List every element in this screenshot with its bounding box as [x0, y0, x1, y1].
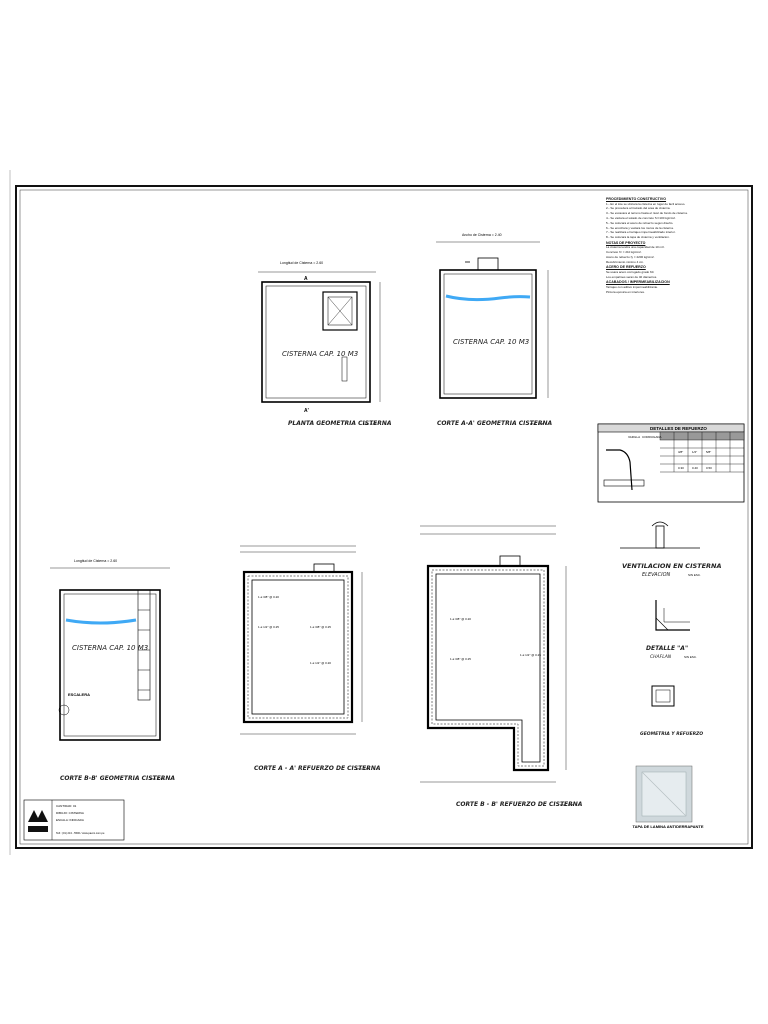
- section-bb-geometry: Longitud de Cisterna = 2.60 CISTERNA CAP…: [50, 559, 175, 782]
- ventilation-subtitle: ELEVACION: [642, 572, 671, 578]
- svg-text:1 ø 3/8" @ 0.20: 1 ø 3/8" @ 0.20: [450, 617, 471, 621]
- lid-photo-caption: TAPA DE LAMINA ANTIDERRAPANTE: [632, 824, 704, 829]
- detail-a-scale: SIN ESC.: [684, 655, 697, 659]
- ventilation-detail: VENTILACION EN CISTERNA ELEVACION SIN ES…: [620, 521, 722, 737]
- section-bb-rebar-title: CORTE B - B' REFUERZO DE CISTERNA: [456, 801, 583, 808]
- sheet-inner-border: [19, 189, 749, 845]
- svg-text:CORRUGADA: CORRUGADA: [642, 435, 662, 439]
- svg-text:ESCALA: INDICADA: ESCALA: INDICADA: [56, 818, 84, 822]
- plan-dimension: Longitud de Cisterna = 2.60: [280, 261, 323, 265]
- plan-view: Longitud de Cisterna = 2.60 CISTERNA CAP…: [258, 261, 392, 427]
- section-aa-geo-title: CORTE A-A' GEOMETRIA CISTERNA: [437, 420, 552, 427]
- section-bb-rebar-scale: ESC. 1/25: [560, 803, 574, 807]
- svg-text:VARILLA: VARILLA: [628, 435, 640, 439]
- ventilation-scale: SIN ESC.: [688, 573, 701, 577]
- detail-a-subtitle: CHAFLAN: [650, 654, 672, 660]
- finish-notes-title: ACABADOS / IMPERMEABILIZACION: [606, 280, 670, 285]
- project-notes-title: NOTAS DE PROYECTO: [606, 240, 646, 245]
- ventilation-title: VENTILACION EN CISTERNA: [622, 562, 722, 570]
- section-aa-capacity-label: CISTERNA CAP. 10 M3: [453, 338, 529, 346]
- svg-text:0.30: 0.30: [678, 466, 684, 470]
- plan-capacity-label: CISTERNA CAP. 10 M3: [282, 350, 358, 358]
- svg-text:A: A: [304, 276, 308, 282]
- svg-text:1 ø 1/2" @ 0.20: 1 ø 1/2" @ 0.20: [310, 661, 331, 665]
- section-bb-dimension: Longitud de Cisterna = 2.60: [74, 559, 117, 563]
- title-block: CANTIDAD: 01 DIBUJO: CISTERNA ESCALA: IN…: [23, 799, 125, 841]
- svg-text:3/8": 3/8": [678, 450, 683, 454]
- section-aa-geo-scale: ESC. 1/25: [530, 422, 544, 426]
- rebar-notes-title: ACERO DE REFUERZO: [606, 265, 646, 270]
- section-aa-rebar: 1 ø 3/8" @ 0.20 1 ø 1/2" @ 0.25 1 ø 3/8"…: [240, 545, 381, 772]
- procedure-title: PROCEDIMIENTO CONSTRUCTIVO: [606, 197, 667, 201]
- section-aa-geometry: Ancho de Cisterna = 2.40 CISTERNA CAP. 1…: [436, 233, 552, 427]
- svg-text:1 ø 3/8" @ 0.25: 1 ø 3/8" @ 0.25: [310, 625, 331, 629]
- ladder-label: ESCALERA: [68, 692, 90, 697]
- svg-text:DIBUJO: CISTERNA: DIBUJO: CISTERNA: [56, 811, 84, 815]
- plan-scale: ESC. 1/25: [363, 422, 377, 426]
- svg-text:1/2": 1/2": [692, 450, 697, 454]
- svg-text:1 ø 3/8" @ 0.25: 1 ø 3/8" @ 0.25: [450, 657, 471, 661]
- geometry-rebar-title: GEOMETRIA Y REFUERZO: [640, 731, 703, 737]
- section-aa-rebar-title: CORTE A - A' REFUERZO DE CISTERNA: [254, 765, 381, 772]
- detail-a-title: DETALLE "A": [646, 645, 688, 652]
- section-bb-rebar: 1 ø 3/8" @ 0.20 1 ø 3/8" @ 0.25 1 ø 1/2"…: [420, 525, 583, 808]
- svg-text:5/8": 5/8": [706, 450, 711, 454]
- svg-text:0.40: 0.40: [692, 466, 698, 470]
- construction-notes: PROCEDIMIENTO CONSTRUCTIVO 1.- En el lot…: [606, 196, 744, 295]
- svg-text:1 ø 1/2" @ 0.25: 1 ø 1/2" @ 0.25: [520, 653, 541, 657]
- section-bb-geo-title: CORTE B-B' GEOMETRIA CISTERNA: [60, 775, 175, 782]
- section-aa-dimension: Ancho de Cisterna = 2.40: [462, 233, 502, 237]
- svg-text:1 ø 3/8" @ 0.20: 1 ø 3/8" @ 0.20: [258, 595, 279, 599]
- section-bb-geo-scale: ESC. 1/25: [150, 777, 164, 781]
- lid-photo: [635, 765, 693, 823]
- svg-text:1 ø 1/2" @ 0.25: 1 ø 1/2" @ 0.25: [258, 625, 279, 629]
- rebar-details-title: DETALLES DE REFUERZO: [650, 426, 707, 431]
- section-marker: A': [304, 408, 309, 414]
- svg-text:CANTIDAD: 01: CANTIDAD: 01: [56, 804, 77, 808]
- rebar-details: DETALLES DE REFUERZO VARILLA CORRUGADA 3…: [597, 423, 745, 503]
- plan-title: PLANTA GEOMETRIA CISTERNA: [288, 420, 392, 427]
- title-block-footer: Telf.: (01) 213 - 5500 / www.pavco.com.p…: [56, 831, 105, 835]
- section-bb-capacity-label: CISTERNA CAP. 10 M3: [72, 644, 148, 652]
- section-aa-rebar-scale: ESC. 1/25: [356, 767, 370, 771]
- company-logo-icon: [28, 810, 48, 822]
- svg-text:0.50: 0.50: [706, 466, 712, 470]
- sheet-border: [15, 185, 753, 849]
